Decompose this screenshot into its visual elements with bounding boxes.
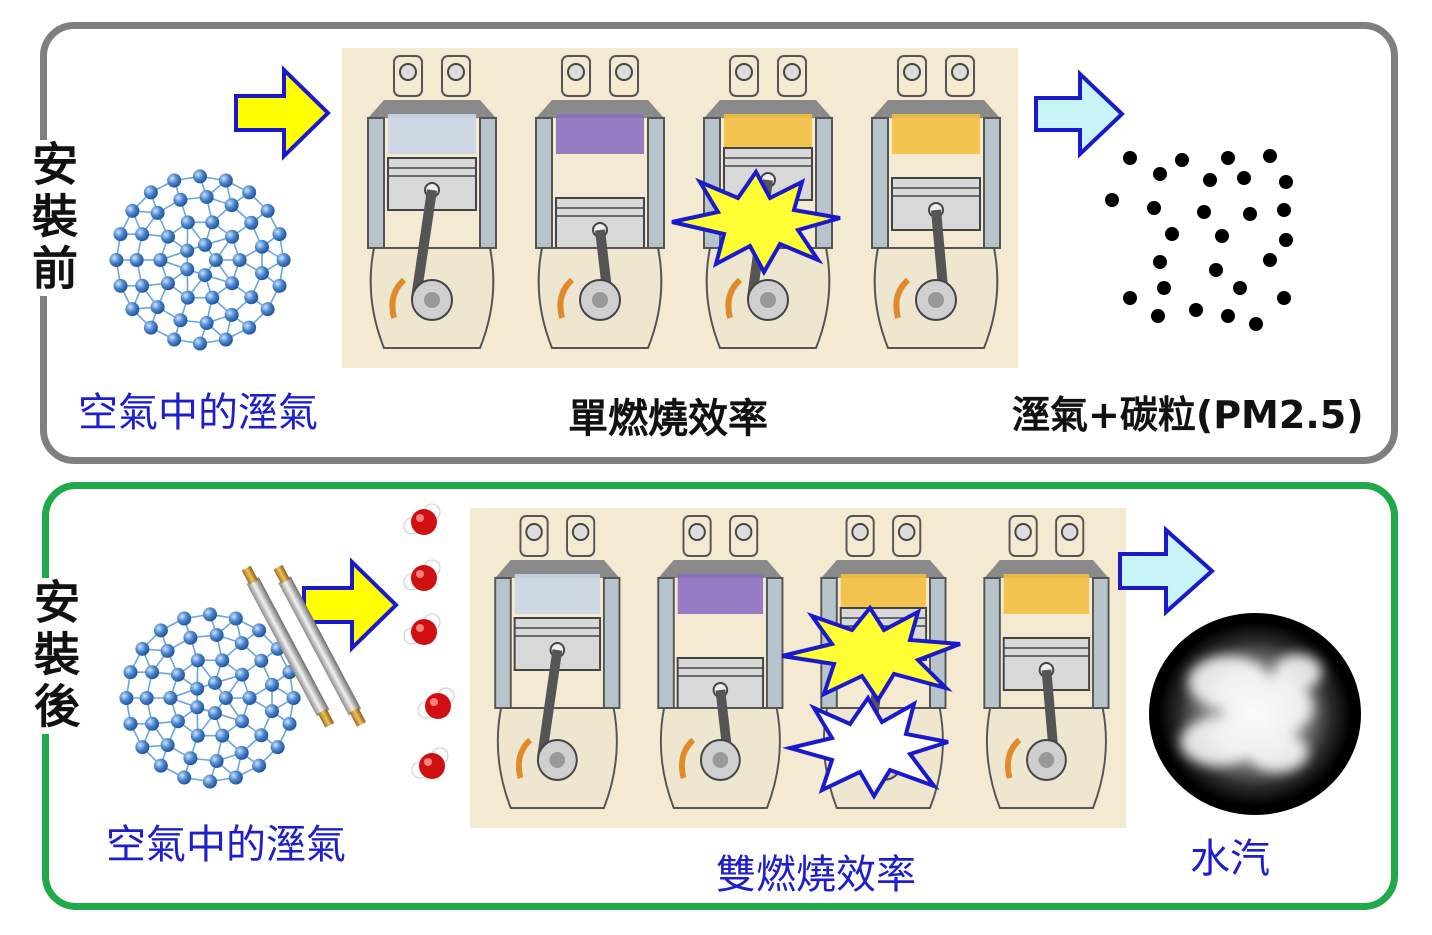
after-process-label: 雙燃燒效率: [716, 852, 916, 898]
yellow-arrow-icon: [234, 65, 331, 161]
after-input-label: 空氣中的溼氣: [106, 822, 346, 868]
steam-icon: [1149, 613, 1361, 815]
after-output-label: 水汽: [1190, 836, 1270, 882]
cyan-arrow-icon: [1118, 525, 1216, 617]
water-molecule-icons: [403, 503, 455, 779]
before-output-label: 溼氣+碳粒(PM2.5): [1012, 393, 1364, 437]
combustion-burst-icon: [782, 694, 949, 800]
cyan-arrow-icon: [1034, 69, 1125, 159]
carbon-particles-icon: [1105, 149, 1293, 331]
before-side-label: 安裝前: [25, 140, 86, 296]
combustion-burst-icon: [671, 168, 841, 277]
before-process-label: 單燃燒效率: [568, 396, 768, 442]
after-side-label: 安裝後: [27, 578, 88, 734]
engine-cycle-diagram: [342, 48, 1018, 368]
catalyst-rods-icon: [241, 564, 366, 728]
combustion-burst-icon: [781, 604, 961, 704]
molecule-icon: [109, 169, 291, 351]
molecule-icon: [119, 607, 301, 789]
before-input-label: 空氣中的溼氣: [78, 390, 318, 436]
engine-cycle-diagram: [470, 508, 1126, 828]
